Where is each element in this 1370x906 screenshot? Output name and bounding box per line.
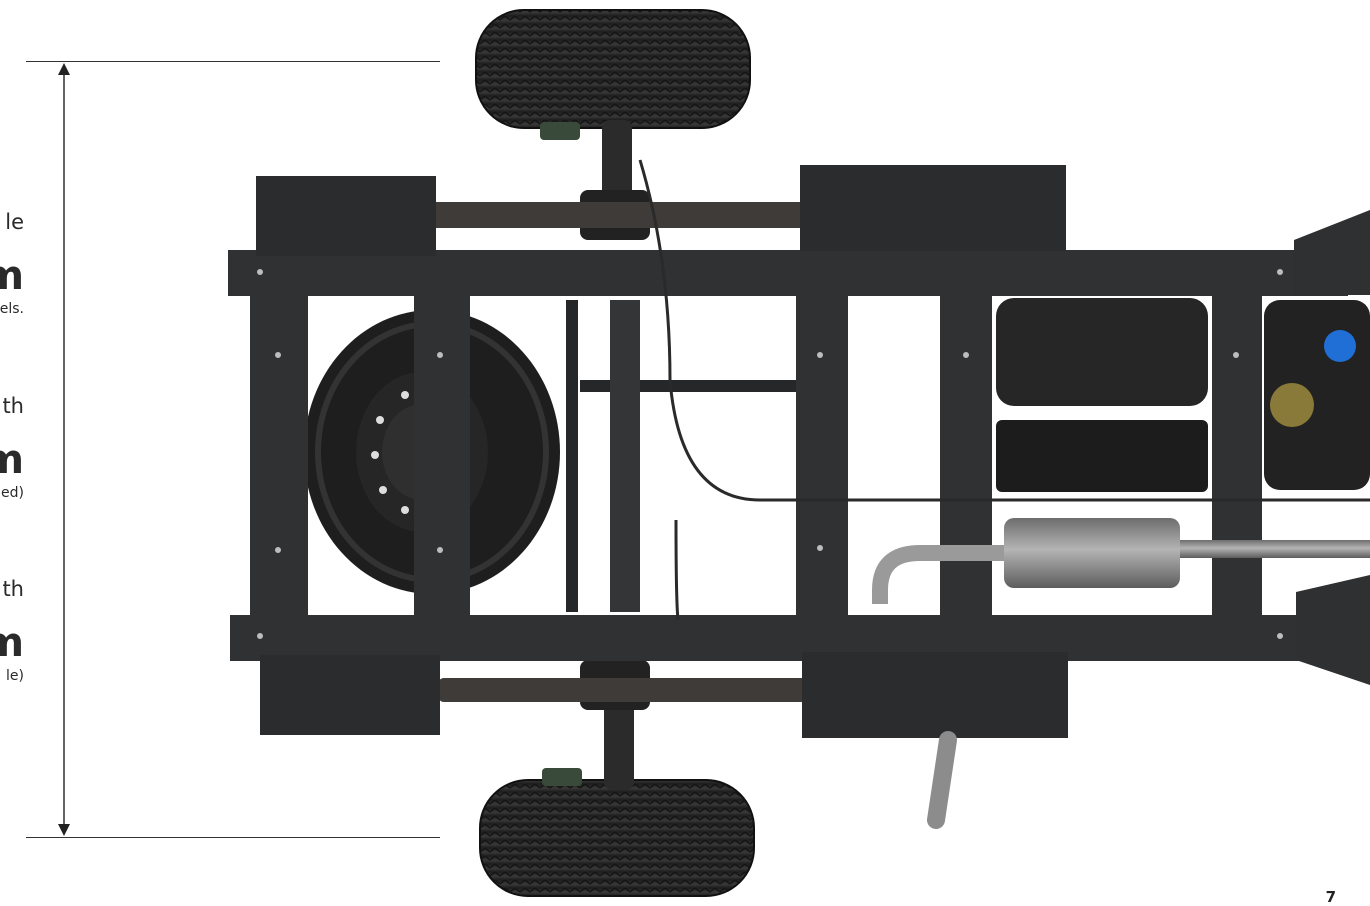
front-bottom-wheel (479, 779, 755, 897)
spec-label: th (2, 577, 24, 601)
spec-column: le m els. th m ed) th m le) (0, 0, 60, 900)
page-number: 7 (1325, 888, 1336, 906)
spec-label: th (2, 394, 24, 418)
dimension-arrow (58, 63, 70, 836)
fuel-tank (996, 298, 1370, 492)
spec-item-3: th m le) (0, 577, 24, 685)
chassis-frame (228, 165, 1350, 738)
dimension-top-line (26, 61, 440, 62)
exhaust-system (872, 518, 1370, 829)
spec-value: m (0, 253, 24, 299)
rear-brackets (1294, 210, 1370, 685)
spec-note: els. (0, 301, 24, 317)
spec-note: le) (6, 668, 24, 684)
spec-value: m (0, 620, 24, 666)
brake-lines (638, 159, 1370, 621)
dimension-bottom-line (26, 837, 440, 838)
front-top-wheel (475, 9, 751, 129)
spec-note: ed) (1, 485, 24, 501)
chassis-illustration (228, 9, 1370, 897)
spec-item-1: le m els. (0, 210, 24, 318)
spec-item-2: th m ed) (0, 394, 24, 502)
spec-value: m (0, 437, 24, 483)
leaf-springs (430, 202, 820, 702)
spec-label: le (5, 210, 24, 234)
